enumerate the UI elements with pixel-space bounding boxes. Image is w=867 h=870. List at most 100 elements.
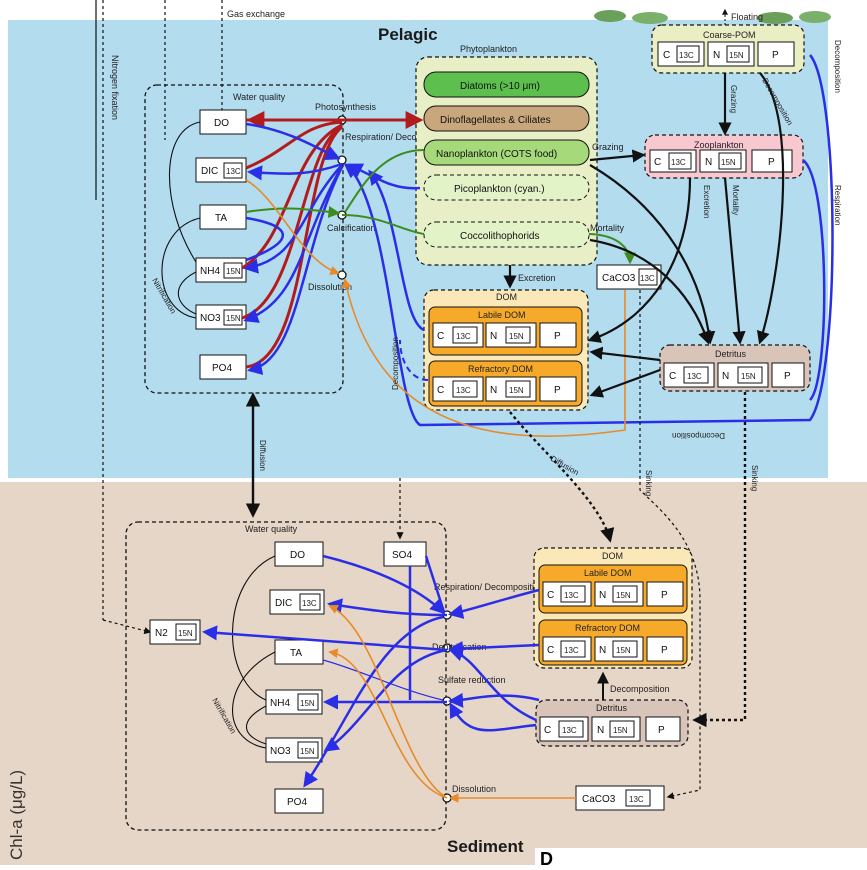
pelagic-refractory-elements: C 13C N 15N P bbox=[432, 376, 577, 402]
sinking-label-detritus: Sinking bbox=[750, 465, 759, 491]
pelagic-caco3-text: CaCO3 bbox=[602, 273, 636, 284]
calcification-label: Calcification bbox=[327, 223, 376, 233]
grazing-label-coarse: Grazing bbox=[729, 85, 738, 113]
svg-text:N: N bbox=[490, 385, 497, 396]
svg-text:P: P bbox=[768, 157, 775, 168]
svg-text:N: N bbox=[597, 725, 604, 736]
decomposition-label-left: Decomposition bbox=[391, 337, 400, 390]
svg-text:C: C bbox=[547, 590, 554, 601]
sediment-zone bbox=[0, 482, 867, 865]
po4-text: PO4 bbox=[212, 363, 232, 374]
pelagic-labile-dom-label: Labile DOM bbox=[478, 310, 526, 320]
svg-text:N: N bbox=[599, 590, 606, 601]
pelagic-black-flows bbox=[503, 72, 785, 398]
phyto-diatoms bbox=[423, 71, 590, 98]
svg-text:P: P bbox=[661, 590, 668, 601]
coarse-pom-label: Coarse-POM bbox=[703, 30, 756, 40]
sed-detritus-elements: C 13C N 15N P bbox=[539, 716, 681, 742]
svg-text:15N: 15N bbox=[616, 591, 631, 600]
svg-text:15N: 15N bbox=[613, 726, 628, 735]
phytoplankton-label: Phytoplankton bbox=[460, 44, 517, 54]
pelagic-blue-flows bbox=[243, 54, 834, 427]
sed-labile-dom-label: Labile DOM bbox=[584, 568, 632, 578]
diffusion-label-water: Diffusion bbox=[258, 440, 267, 471]
sediment-wq-boxes: DO SO4 DIC 13C N2 15N TA NH4 15N NO3 15N… bbox=[149, 541, 427, 814]
svg-text:15N: 15N bbox=[616, 646, 631, 655]
sediment-nitrification-loops bbox=[232, 555, 276, 749]
phyto-picoplankton bbox=[423, 174, 590, 201]
dic-13c-text: 13C bbox=[226, 167, 241, 176]
pelagic-refractory-dashed bbox=[399, 339, 429, 381]
svg-text:13C: 13C bbox=[564, 591, 579, 600]
svg-text:13C: 13C bbox=[456, 332, 471, 341]
phyto-dinoflagellates bbox=[423, 105, 590, 132]
svg-text:15N: 15N bbox=[300, 699, 315, 708]
floating-label: Floating bbox=[731, 12, 763, 22]
sed-ta-box bbox=[274, 639, 324, 665]
svg-text:13C: 13C bbox=[302, 599, 317, 608]
sed-so4-box bbox=[383, 541, 427, 567]
sinking-detritus-arrow bbox=[692, 392, 747, 728]
svg-text:C: C bbox=[654, 157, 661, 168]
photosynthesis-label: Photosynthesis bbox=[315, 102, 377, 112]
no3-15n-text: 15N bbox=[226, 314, 241, 323]
svg-text:C: C bbox=[544, 725, 551, 736]
pelagic-green-flows bbox=[245, 149, 636, 265]
sed-po4-box bbox=[274, 788, 324, 814]
phyto-nanoplankton bbox=[423, 139, 590, 166]
excretion-label-pelagic: Excretion bbox=[518, 273, 556, 283]
zooplankton-elements: C 13C N 15N P bbox=[649, 149, 793, 173]
pelagic-refractory-dom-label: Refractory DOM bbox=[468, 364, 533, 374]
decomposition-label-right: Decomposition bbox=[833, 40, 842, 93]
sediment-caco3-text: CaCO3 bbox=[582, 794, 616, 805]
decomposition-label-bottom: Decomposition bbox=[672, 431, 725, 440]
svg-text:DO: DO bbox=[290, 550, 305, 561]
sed-decomposition-label: Decomposition bbox=[610, 684, 670, 694]
svg-text:P: P bbox=[554, 331, 561, 342]
pelagic-detritus-elements: C 13C N 15N P bbox=[663, 362, 805, 388]
sinking-caco3-arrow bbox=[639, 290, 701, 800]
phyto-coccolithophorids bbox=[423, 221, 590, 248]
svg-text:15N: 15N bbox=[300, 747, 315, 756]
y-axis-label: Chl-a (μg/L) bbox=[7, 770, 26, 860]
pelagic-detritus-label: Detritus bbox=[715, 349, 747, 359]
nh4-text: NH4 bbox=[200, 266, 220, 277]
bottom-blank bbox=[535, 848, 867, 865]
svg-text:13C: 13C bbox=[679, 51, 694, 60]
sediment-blue-flows bbox=[202, 554, 540, 788]
pelagic-nitrification-loops bbox=[161, 121, 201, 319]
svg-text:13C: 13C bbox=[562, 726, 577, 735]
svg-text:NO3: NO3 bbox=[270, 746, 291, 757]
ta-box bbox=[199, 204, 247, 230]
sed-refractory-elements: C 13C N 15N P bbox=[542, 636, 684, 662]
phyto-dinoflagellates-text: Dinoflagellates & Ciliates bbox=[440, 115, 551, 126]
svg-text:13C: 13C bbox=[564, 646, 579, 655]
leaf-decoration bbox=[594, 10, 831, 24]
respiration-label-right: Respiration bbox=[833, 185, 842, 225]
partial-letter: D bbox=[540, 849, 553, 865]
svg-text:P: P bbox=[658, 725, 665, 736]
sed-do-box bbox=[274, 541, 324, 567]
no3-text: NO3 bbox=[200, 313, 221, 324]
phyto-diatoms-text: Diatoms (>10 μm) bbox=[460, 81, 540, 92]
dic-13c-box bbox=[223, 162, 243, 179]
sediment-caco3-13c-box bbox=[625, 789, 651, 807]
svg-text:P: P bbox=[772, 50, 779, 61]
pelagic-water-quality-label: Water quality bbox=[233, 92, 286, 102]
svg-text:TA: TA bbox=[290, 648, 302, 659]
pelagic-caco3-13c-box bbox=[638, 268, 658, 286]
svg-text:P: P bbox=[784, 371, 791, 382]
sed-dissolution-label: Dissolution bbox=[452, 784, 496, 794]
svg-text:C: C bbox=[663, 50, 670, 61]
respiration-decomposition-label: Respiration/ Decomposition bbox=[345, 132, 455, 142]
svg-text:N: N bbox=[599, 645, 606, 656]
svg-text:N: N bbox=[713, 50, 720, 61]
sed-respiration-label: Respiration/ Decomposition bbox=[434, 582, 544, 592]
po4-box bbox=[199, 354, 247, 380]
phyto-items: Diatoms (>10 μm) Dinoflagellates & Cilia… bbox=[423, 71, 590, 248]
nitrogen-fixation-label: Nitrogen fixation bbox=[110, 55, 120, 120]
svg-text:NH4: NH4 bbox=[270, 698, 290, 709]
mortality-label-pelagic: Mortality bbox=[590, 223, 625, 233]
sediment-caco3-13c-text: 13C bbox=[629, 795, 644, 804]
